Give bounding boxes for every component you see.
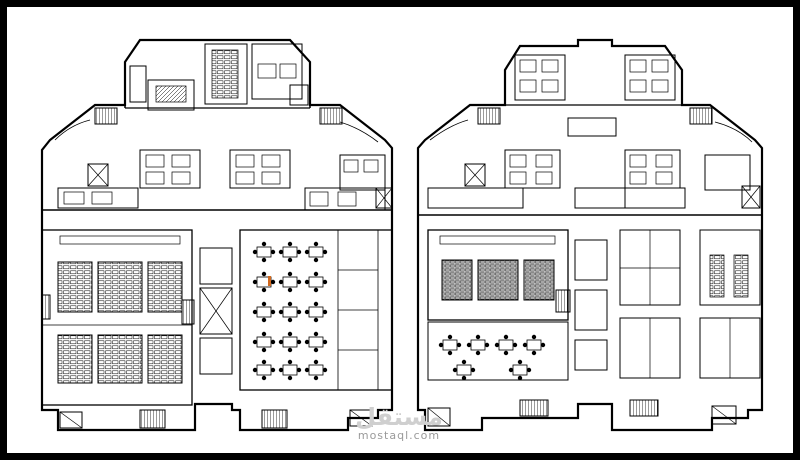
meeting-table xyxy=(438,334,462,356)
workstation-pod xyxy=(304,301,328,323)
workstation-pod xyxy=(278,241,302,263)
workstation-pod xyxy=(278,301,302,323)
workstation-pod xyxy=(252,271,276,293)
right-auditorium xyxy=(427,229,569,321)
workstation-pod xyxy=(252,241,276,263)
workstation-pod xyxy=(278,331,302,353)
left-floor-plan xyxy=(40,38,394,432)
right-reception-desk xyxy=(567,117,617,137)
left-office-cluster-2 xyxy=(229,149,291,189)
left-elevator-core xyxy=(199,287,233,335)
left-open-office xyxy=(239,229,393,391)
meeting-table xyxy=(522,334,546,356)
right-outer-wall xyxy=(416,38,764,432)
meeting-table xyxy=(452,359,476,381)
workstation-pod xyxy=(252,301,276,323)
workstation-pod xyxy=(278,359,302,381)
workstation-pod xyxy=(304,241,328,263)
left-workstation-pods xyxy=(252,241,328,381)
left-office-cluster-1 xyxy=(139,149,201,189)
left-meeting-room xyxy=(204,43,248,105)
workstation-pod xyxy=(252,359,276,381)
workstation-pod xyxy=(304,359,328,381)
left-outer-wall xyxy=(40,38,394,432)
right-floor-plan xyxy=(416,38,764,432)
left-conference-room xyxy=(147,79,195,111)
meeting-table xyxy=(466,334,490,356)
workstation-pod xyxy=(304,271,328,293)
workstation-pod xyxy=(278,271,302,293)
meeting-table xyxy=(494,334,518,356)
meeting-table xyxy=(508,359,532,381)
workstation-pod xyxy=(304,331,328,353)
workstation-pod xyxy=(252,331,276,353)
right-meeting-zone xyxy=(427,321,569,381)
